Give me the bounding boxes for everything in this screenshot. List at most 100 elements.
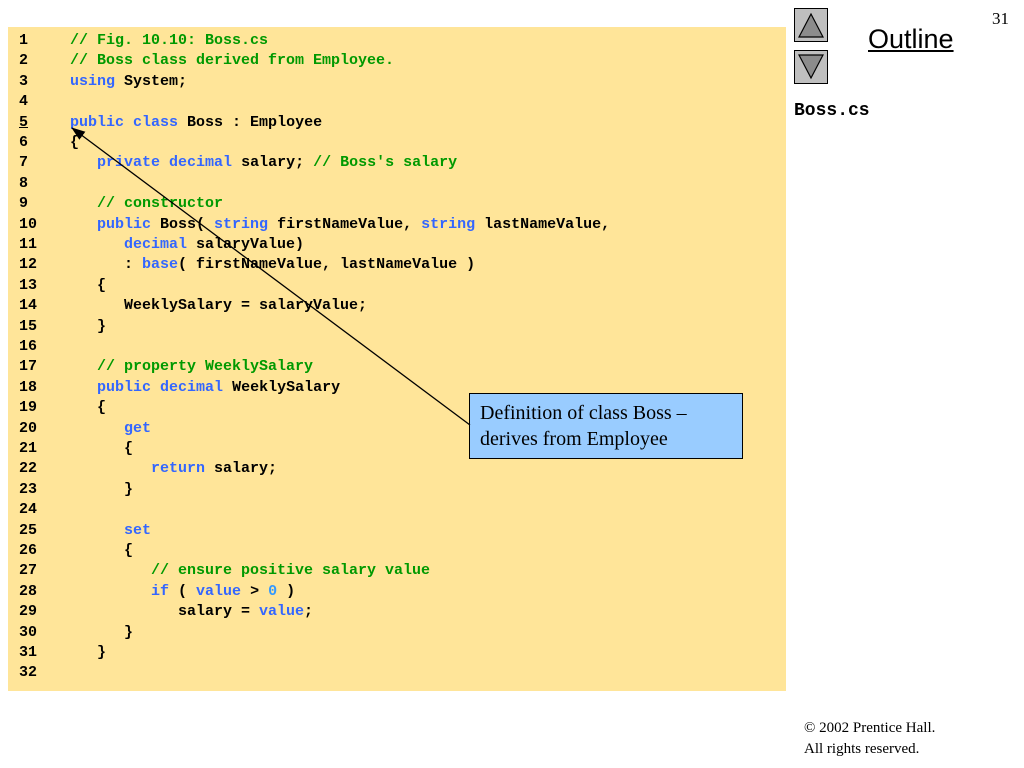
- code-text: if ( value > 0 ): [70, 582, 295, 602]
- line-number: 4: [19, 93, 29, 111]
- code-token: salary =: [70, 603, 260, 621]
- code-text: // constructor: [70, 194, 223, 214]
- previous-slide-button[interactable]: [794, 8, 828, 42]
- code-text: {: [70, 276, 106, 296]
- code-token: [70, 216, 97, 233]
- code-token: value: [196, 582, 242, 600]
- line-number: 11: [19, 236, 38, 253]
- code-token: // property WeeklySalary: [97, 358, 314, 376]
- code-token: 0: [268, 582, 278, 600]
- code-line: 6{: [8, 133, 786, 153]
- line-number: 15: [19, 317, 38, 335]
- code-token: [70, 379, 97, 396]
- code-text: return salary;: [70, 459, 277, 479]
- file-name: Boss.cs: [794, 101, 870, 121]
- code-token: :: [70, 256, 143, 274]
- code-line: 26 {: [8, 541, 786, 561]
- code-line: 32: [8, 663, 786, 683]
- code-token: base: [142, 256, 179, 274]
- triangle-down-icon: [798, 54, 824, 80]
- code-line: 7 private decimal salary; // Boss's sala…: [8, 153, 786, 173]
- line-number: 12: [19, 256, 38, 274]
- code-token: set: [124, 521, 152, 539]
- line-number: 20: [19, 419, 38, 437]
- code-token: // constructor: [97, 195, 224, 213]
- code-token: string: [214, 215, 269, 233]
- code-token: using: [70, 72, 116, 90]
- code-token: [70, 358, 97, 375]
- code-token: string: [421, 215, 476, 233]
- code-text: // ensure positive salary value: [70, 561, 430, 581]
- code-token: class: [133, 113, 179, 131]
- code-token: [70, 236, 124, 253]
- code-line: 10 public Boss( string firstNameValue, s…: [8, 215, 786, 235]
- code-token: {: [70, 134, 80, 151]
- code-text: {: [70, 439, 133, 459]
- code-token: salary;: [205, 460, 278, 478]
- line-number: 31: [19, 644, 38, 661]
- code-line: 27 // ensure positive salary value: [8, 561, 786, 581]
- code-text: }: [70, 643, 106, 663]
- code-token: [70, 583, 151, 600]
- line-number: 26: [19, 542, 38, 559]
- line-number: 9: [19, 195, 29, 213]
- code-token: public: [97, 378, 152, 396]
- code-line: 25 set: [8, 521, 786, 541]
- code-text: set: [70, 521, 151, 541]
- code-token: ;: [304, 603, 314, 621]
- code-text: decimal salaryValue): [70, 235, 304, 255]
- code-token: }: [70, 623, 134, 641]
- code-text: using System;: [70, 72, 187, 92]
- line-number: 24: [19, 501, 38, 519]
- line-number: 6: [19, 134, 29, 151]
- code-token: WeeklySalary: [223, 378, 341, 396]
- line-number: 5: [19, 113, 29, 131]
- code-token: // Boss class derived from Employee.: [70, 52, 395, 70]
- code-token: get: [124, 419, 152, 437]
- copyright-line-1: © 2002 Prentice Hall.: [804, 720, 936, 736]
- code-token: decimal: [169, 154, 233, 172]
- callout-line-2: derives from Employee: [480, 428, 668, 450]
- outline-link[interactable]: Outline: [868, 24, 954, 54]
- code-token: ( firstNameValue, lastNameValue ): [178, 256, 476, 274]
- line-number: 32: [19, 664, 38, 682]
- code-token: [70, 154, 97, 171]
- code-line: 14 WeeklySalary = salaryValue;: [8, 296, 786, 316]
- line-number: 23: [19, 480, 38, 498]
- code-token: }: [70, 480, 134, 498]
- line-number: 7: [19, 154, 29, 172]
- code-line: 22 return salary;: [8, 459, 786, 479]
- code-listing: 1 // Fig. 10.10: Boss.cs 2 // Boss class de…: [8, 27, 786, 691]
- code-token: [70, 522, 124, 539]
- code-token: >: [241, 582, 269, 600]
- callout-line-1: Definition of class Boss –: [480, 402, 687, 424]
- line-number: 1: [19, 32, 29, 49]
- code-text: }: [70, 480, 133, 500]
- next-slide-button[interactable]: [794, 50, 828, 84]
- line-number: 13: [19, 276, 38, 294]
- line-number: 25: [19, 521, 38, 539]
- code-text: get: [70, 419, 151, 439]
- line-number: 28: [19, 582, 38, 600]
- code-token: ): [277, 582, 296, 600]
- copyright: © 2002 Prentice Hall. All rights reserve…: [804, 718, 935, 760]
- code-token: public: [97, 215, 152, 233]
- code-token: [70, 562, 151, 579]
- code-line: 1 // Fig. 10.10: Boss.cs: [8, 31, 786, 51]
- line-number: 14: [19, 297, 38, 315]
- code-token: value: [259, 603, 305, 621]
- code-token: // Fig. 10.10: Boss.cs: [70, 32, 269, 49]
- code-line: 13 {: [8, 276, 786, 296]
- code-line: 2 // Boss class derived from Employee.: [8, 51, 786, 71]
- line-number: 17: [19, 358, 38, 376]
- code-text: // property WeeklySalary: [70, 357, 313, 377]
- code-token: // Boss's salary: [313, 154, 458, 172]
- slide-number: 31: [992, 9, 1009, 28]
- line-number: 8: [19, 174, 29, 192]
- line-number: 2: [19, 52, 29, 70]
- line-number: 22: [19, 460, 38, 478]
- code-line: 8: [8, 174, 786, 194]
- line-number: 16: [19, 338, 38, 355]
- code-token: // ensure positive salary value: [151, 562, 431, 580]
- code-line: 31 }: [8, 643, 786, 663]
